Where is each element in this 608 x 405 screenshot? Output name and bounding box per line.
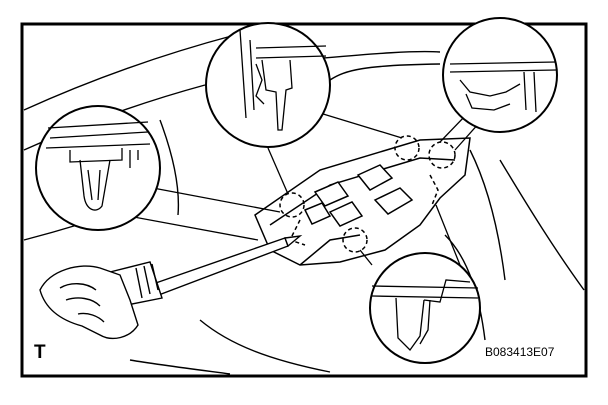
hand <box>39 265 139 340</box>
leader-lines <box>122 109 481 266</box>
view-label: T <box>34 342 46 363</box>
upper-left-clip-detail <box>35 105 161 231</box>
lower-right-clip-detail <box>369 252 481 364</box>
screwdriver <box>109 234 303 307</box>
window-switch-panel <box>254 137 471 266</box>
figure-code: B083413E07 <box>485 345 555 359</box>
figure-frame <box>20 22 588 378</box>
upper-right-clip-detail <box>442 17 558 133</box>
top-middle-clip-detail <box>205 22 331 148</box>
